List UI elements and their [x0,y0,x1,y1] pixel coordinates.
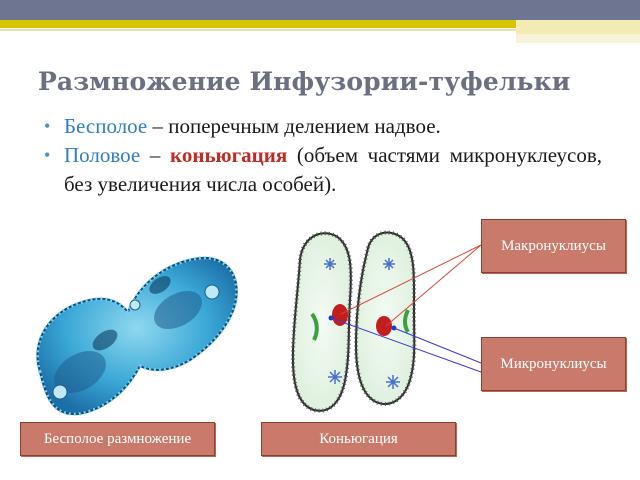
bullet-keyword: коньюгация [170,143,288,167]
bullet-list: •Бесполое – поперечным делением надвое. … [44,112,602,199]
dividing-paramecium-image [35,256,239,416]
bullet-sexual: • Половое – коньюгация (объем частями мик… [44,141,602,199]
bullet-term: Половое [64,143,141,167]
bullet-term: Бесполое [64,114,148,138]
conjugation-label: Коньюгация [261,422,456,456]
gold-bar [0,20,640,28]
slide-title: Размножение Инфузории-туфельки [38,67,571,96]
bullet-dash: – [140,143,171,167]
micronuclei-label: Микронуклиусы [481,337,626,391]
corner-decoration [516,20,640,34]
conjugation-image [290,230,417,413]
corner-decoration-light [516,34,640,43]
bullet-text: (объем частями микронуклеусов, без увели… [64,143,603,196]
macronuclei-label: Макронуклиусы [481,219,626,273]
bullet-dot-icon: • [44,116,51,136]
macronucleus-pointer-lines [340,244,482,327]
top-bar [0,0,640,20]
asexual-reproduction-label: Бесполое размножение [20,422,215,456]
bullet-dot-icon: • [44,145,51,165]
micronucleus-pointer-lines [330,317,482,373]
bullet-asexual: • Бесполое – поперечным делением надвое. [44,112,602,141]
gold-bar-line [0,29,640,31]
bullet-text: – поперечным делением надвое. [147,114,441,138]
